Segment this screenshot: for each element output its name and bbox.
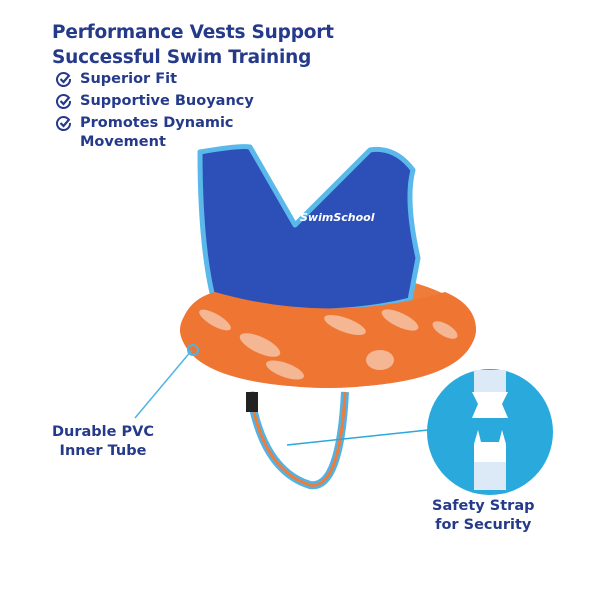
strap-callout-line-1: Safety Strap	[432, 498, 535, 514]
check-circle-icon	[56, 116, 72, 131]
tube-callout: Durable PVC Inner Tube	[52, 423, 154, 461]
feature-list: Superior Fit Supportive Buoyancy Promote…	[56, 70, 254, 155]
vest	[197, 144, 421, 314]
tube-callout-line-1: Durable PVC	[52, 424, 155, 440]
strap-callout-line-2: for Security	[435, 517, 532, 533]
tube-callout-line-2: Inner Tube	[59, 443, 147, 459]
feature-label: Superior Fit	[80, 71, 178, 87]
buckle-badge	[427, 369, 553, 495]
headline-line-2: Successful Swim Training	[52, 47, 312, 68]
surfboard-pattern	[199, 309, 458, 380]
feature-item: Supportive Buoyancy	[56, 92, 254, 111]
feature-label: Supportive Buoyancy	[80, 93, 254, 109]
check-circle-icon	[56, 94, 72, 109]
feature-item: Superior Fit	[56, 70, 254, 89]
brand-logo: SwimSchool	[300, 211, 375, 224]
headline-line-1: Performance Vests Support	[52, 22, 334, 43]
strap-buckle	[246, 392, 258, 412]
feature-label-cont: Movement	[80, 134, 166, 150]
feature-label: Promotes Dynamic	[80, 115, 234, 131]
headline: Performance Vests Support Successful Swi…	[52, 20, 334, 70]
strap-callout: Safety Strap for Security	[432, 497, 535, 535]
check-circle-icon	[56, 72, 72, 87]
